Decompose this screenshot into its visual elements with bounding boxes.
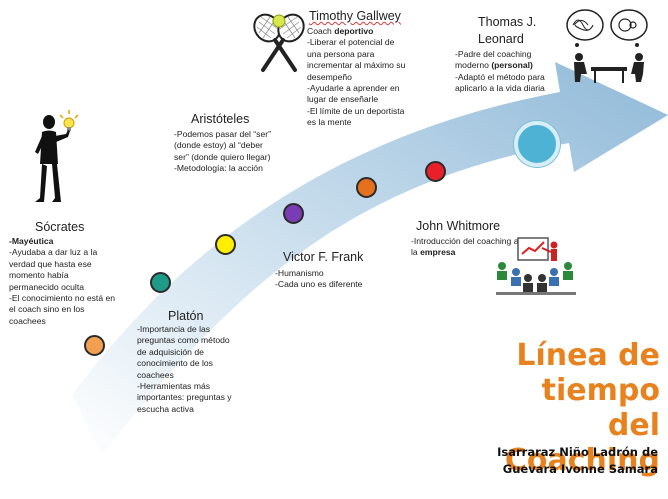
milestone-notes-leonard: -Padre del coaching moderno (personal) -… <box>455 49 565 95</box>
platon-note-1: -Importancia de las preguntas como métod… <box>137 324 230 380</box>
platon-note-2: -Herramientas más importantes: preguntas… <box>137 381 232 414</box>
gallwey-name-text: Timothy Gallwey <box>309 9 401 23</box>
dot-leonard <box>514 121 560 167</box>
title-line-3: Coaching <box>504 443 660 478</box>
milestone-notes-platon: -Importancia de las preguntas como métod… <box>137 324 239 415</box>
frankl-note-2: -Cada uno es diferente <box>275 279 363 290</box>
thinking-person-icon <box>35 110 79 202</box>
leonard-note-1-bold: (personal) <box>491 60 533 71</box>
milestone-notes-aristoteles: -Podemos pasar del “ser” (donde estoy) a… <box>174 129 278 175</box>
milestone-notes-frankl: -Humanismo -Cada uno es diferente <box>275 268 385 291</box>
dot-platon <box>150 272 171 293</box>
dot-frankl <box>283 203 304 224</box>
author-line-1: Isarraraz Niño Ladrón de <box>497 445 658 459</box>
whitmore-note-1-plain: -Introducción del coaching a la <box>411 236 519 258</box>
socrates-note-3: -El conocimiento no está en el coach sin… <box>9 293 116 326</box>
leonard-note-2: -Adaptó el método para aplicarlo a la vi… <box>455 71 545 94</box>
presentation-audience-icon <box>496 237 576 295</box>
milestone-name-frankl: Victor F. Frank <box>283 250 364 264</box>
aristoteles-note-2: -Metodología: la acción <box>174 163 263 174</box>
socrates-note-2: -Ayudaba a dar luz a la verdad que hasta… <box>9 247 98 292</box>
milestone-notes-gallwey: Coach deportivo -Liberar el potencial de… <box>307 26 411 129</box>
coaching-conversation-icon <box>566 9 648 83</box>
author-name: Isarraraz Niño Ladrón de Guevara Ivonne … <box>458 444 658 478</box>
gallwey-note-2: -Liberar el potencial de una persona par… <box>307 37 406 82</box>
milestone-name-gallwey: Timothy Gallwey <box>309 9 401 23</box>
dot-aristoteles <box>215 234 236 255</box>
tennis-rackets-icon <box>253 13 305 72</box>
dot-whitmore <box>425 161 446 182</box>
milestone-name-platon: Platón <box>168 309 204 323</box>
frankl-note-1: -Humanismo <box>275 268 324 278</box>
milestone-name-aristoteles: Aristóteles <box>191 112 250 126</box>
gallwey-note-1: Coach deportivo <box>307 26 411 37</box>
gallwey-note-1-bold: deportivo <box>334 26 374 36</box>
gallwey-note-1-plain: Coach <box>307 26 335 36</box>
slide-title: Línea de tiempo del Coaching <box>488 338 660 478</box>
leonard-note-1: -Padre del coaching moderno (personal) <box>455 49 565 72</box>
milestone-name-whitmore: John Whitmore <box>416 219 501 233</box>
milestone-name-leonard: Thomas J. Leonard <box>478 14 550 48</box>
author-line-2: Guevara Ivonne Samara <box>502 462 658 476</box>
gallwey-note-4: -El límite de un deportista es la mente <box>307 105 405 128</box>
milestone-name-socrates: Sócrates <box>35 220 85 234</box>
leonard-note-1-plain: -Padre del coaching moderno <box>455 49 532 71</box>
socrates-note-1: -Mayéutica <box>9 236 54 246</box>
title-line-2: tiempo del <box>541 373 660 443</box>
title-line-1: Línea de <box>516 338 660 373</box>
milestone-notes-whitmore: -Introducción del coaching a la empresa <box>411 236 521 259</box>
whitmore-note-1-bold: empresa <box>420 247 456 258</box>
leonard-name-text: Thomas J. Leonard <box>478 15 537 46</box>
dot-gallwey <box>356 177 377 198</box>
milestone-notes-socrates: -Mayéutica -Ayudaba a dar luz a la verda… <box>9 236 117 327</box>
whitmore-note-1: -Introducción del coaching a la empresa <box>411 236 521 259</box>
dot-socrates <box>84 335 105 356</box>
aristoteles-note-1: -Podemos pasar del “ser” (donde estoy) a… <box>174 129 271 162</box>
arrow-shape <box>72 62 668 455</box>
gallwey-note-3: -Ayudarle a aprender en lugar de enseñar… <box>307 83 400 105</box>
